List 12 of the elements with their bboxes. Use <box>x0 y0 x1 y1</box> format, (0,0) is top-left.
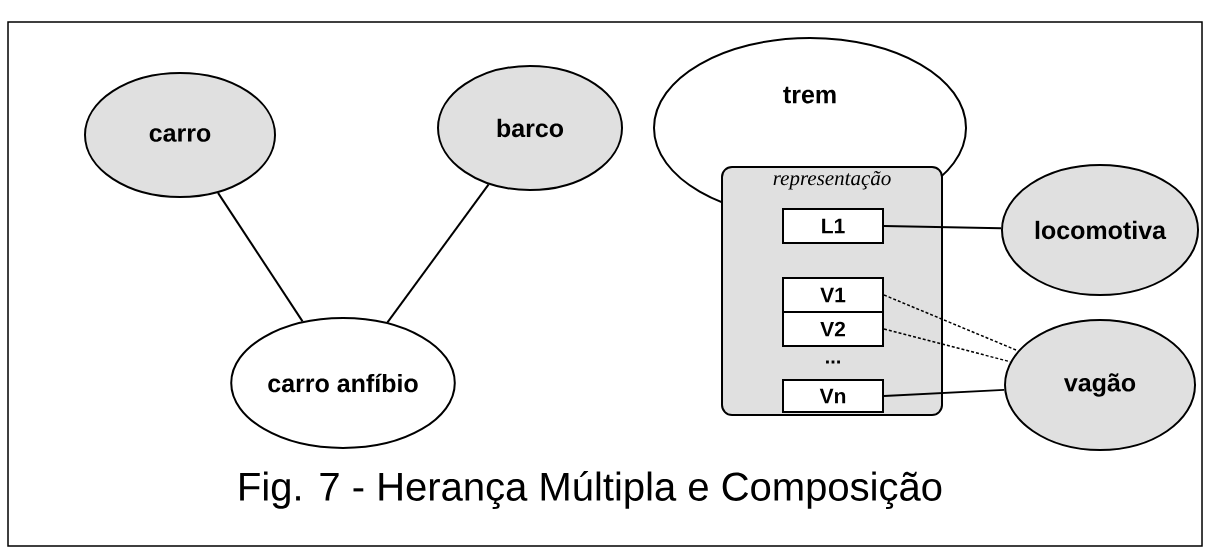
connector-line <box>883 294 1019 352</box>
caption: Fig. 7 - Herança Múltipla e Composição <box>240 471 942 509</box>
slot-box: V1 <box>782 277 884 313</box>
connector-line <box>883 328 1011 363</box>
slot-box: V2 <box>782 311 884 347</box>
ellipsis: ... <box>826 360 840 364</box>
connector-line <box>883 388 1006 397</box>
slot-box: L1 <box>782 208 884 244</box>
connector-line <box>217 191 304 323</box>
slot-box: Vn <box>782 379 884 413</box>
connector-line <box>883 225 1002 230</box>
connector-line <box>386 183 490 324</box>
